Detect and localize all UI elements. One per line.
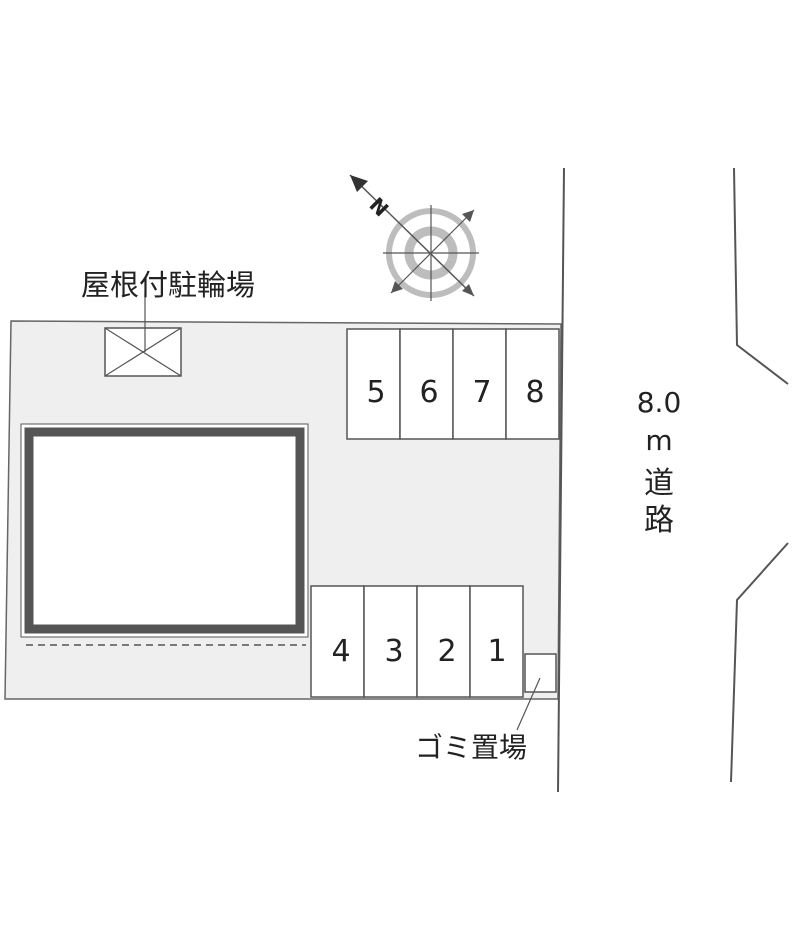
parking-space-number: 6 xyxy=(419,375,438,410)
road-label-char: 道 xyxy=(644,466,674,501)
parking-space xyxy=(505,328,560,440)
garbage-area-marker xyxy=(516,653,557,731)
parking-row-top: 5 6 7 8 xyxy=(346,328,560,440)
parking-row-bottom: 4 3 2 1 xyxy=(310,585,524,698)
road-width-label: 8.0 xyxy=(637,386,682,419)
road-label-char: 路 xyxy=(644,503,674,538)
parking-space xyxy=(469,585,524,698)
compass-icon xyxy=(349,174,479,301)
road-edge-right-lower xyxy=(730,542,789,783)
parking-space xyxy=(416,585,471,698)
parking-space-number: 1 xyxy=(487,634,506,669)
parking-space-number: 7 xyxy=(472,375,491,410)
parking-space-number: 3 xyxy=(384,634,403,669)
compass-north-label: N xyxy=(365,193,394,222)
garbage-area-leader xyxy=(516,677,541,731)
parking-space xyxy=(452,328,507,440)
parking-space xyxy=(399,328,454,440)
road-edge-left xyxy=(557,167,565,793)
building xyxy=(20,423,309,646)
parking-space-number: 5 xyxy=(366,375,385,410)
road-edge-right-upper xyxy=(733,167,789,385)
bicycle-parking-label: 屋根付駐輪場 xyxy=(81,268,255,302)
parking-space-number: 8 xyxy=(525,375,544,410)
parking-space xyxy=(346,328,401,440)
road-unit-label: m xyxy=(645,424,672,457)
parking-space-number: 2 xyxy=(437,634,456,669)
garbage-area-label: ゴミ置場 xyxy=(415,731,527,764)
bicycle-parking-marker xyxy=(104,293,182,377)
parking-space-number: 4 xyxy=(331,634,350,669)
